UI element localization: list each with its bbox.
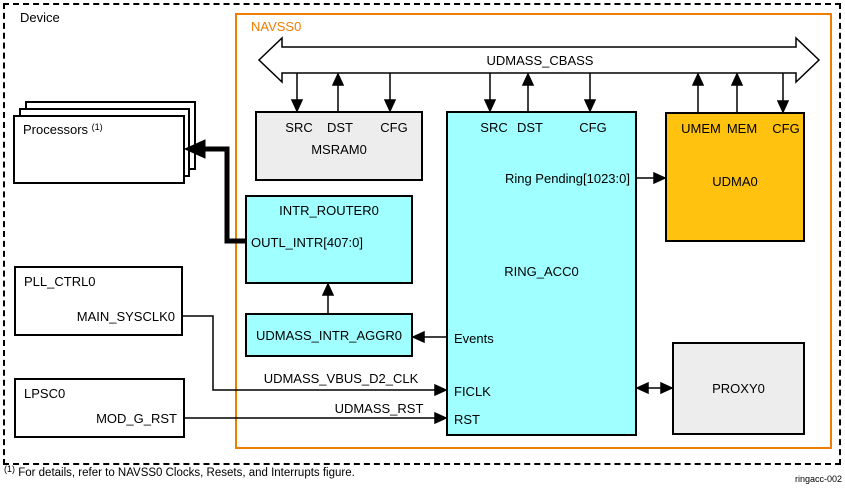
ficlk-port: FICLK bbox=[454, 384, 491, 399]
udma0-port-umem: UMEM bbox=[681, 121, 721, 136]
lpsc0-box: LPSC0 MOD_G_RST bbox=[14, 378, 185, 438]
ring-acc0-box: SRC DST CFG Ring Pending[1023:0] RING_AC… bbox=[446, 111, 637, 436]
msram0-label: MSRAM0 bbox=[311, 142, 367, 157]
intr-router0-label: INTR_ROUTER0 bbox=[279, 203, 379, 218]
ring-pending-port: Ring Pending[1023:0] bbox=[504, 171, 630, 186]
msram0-port-dst: DST bbox=[327, 120, 353, 135]
cbass-bus-label: UDMASS_CBASS bbox=[486, 53, 594, 68]
outl-intr-port: OUTL_INTR[407:0] bbox=[251, 235, 363, 250]
footnote-marker: (1) bbox=[4, 464, 15, 474]
proxy0-box: PROXY0 bbox=[672, 342, 805, 435]
udmass-rst-wire-label: UDMASS_RST bbox=[334, 401, 424, 416]
udma0-port-cfg: CFG bbox=[772, 121, 800, 136]
navss-title: NAVSS0 bbox=[251, 19, 302, 34]
ring-acc0-port-dst: DST bbox=[517, 120, 543, 135]
ring-acc0-port-cfg: CFG bbox=[579, 120, 607, 135]
figure-id: ringacc-002 bbox=[794, 474, 842, 484]
msram0-port-src: SRC bbox=[285, 120, 313, 135]
intr-aggr0-box: UDMASS_INTR_AGGR0 bbox=[245, 313, 413, 357]
udma0-label: UDMA0 bbox=[712, 174, 758, 189]
footnote-text: For details, refer to NAVSS0 Clocks, Res… bbox=[18, 467, 355, 479]
udmass-vbus-d2-clk-wire-label: UDMASS_VBUS_D2_CLK bbox=[263, 371, 419, 386]
events-port: Events bbox=[454, 331, 494, 346]
main-sysclk0-port: MAIN_SYSCLK0 bbox=[76, 309, 175, 324]
processors-footnote-ref: (1) bbox=[91, 122, 103, 132]
rst-port: RST bbox=[454, 412, 480, 427]
ring-acc0-label: RING_ACC0 bbox=[504, 264, 579, 279]
processors-label: Processors (1) bbox=[23, 122, 103, 137]
pll-ctrl0-label: PLL_CTRL0 bbox=[24, 274, 96, 289]
device-title: Device bbox=[20, 10, 60, 25]
proxy0-label: PROXY0 bbox=[712, 381, 765, 396]
mod-g-rst-port: MOD_G_RST bbox=[96, 411, 177, 426]
ring-acc0-port-src: SRC bbox=[480, 120, 508, 135]
udma0-port-mem: MEM bbox=[726, 121, 758, 136]
processors-box: Processors (1) bbox=[13, 115, 185, 184]
intr-router0-box: INTR_ROUTER0 OUTL_INTR[407:0] bbox=[245, 195, 413, 284]
udma0-box: UMEM MEM CFG UDMA0 bbox=[665, 112, 805, 242]
msram0-port-cfg: CFG bbox=[380, 120, 408, 135]
intr-aggr0-label: UDMASS_INTR_AGGR0 bbox=[256, 328, 402, 343]
msram0-box: SRC DST CFG MSRAM0 bbox=[255, 111, 423, 181]
device-boundary bbox=[3, 3, 841, 465]
pll-ctrl0-box: PLL_CTRL0 MAIN_SYSCLK0 bbox=[14, 266, 183, 336]
lpsc0-label: LPSC0 bbox=[24, 386, 66, 401]
footnote: (1) For details, refer to NAVSS0 Clocks,… bbox=[4, 464, 355, 479]
